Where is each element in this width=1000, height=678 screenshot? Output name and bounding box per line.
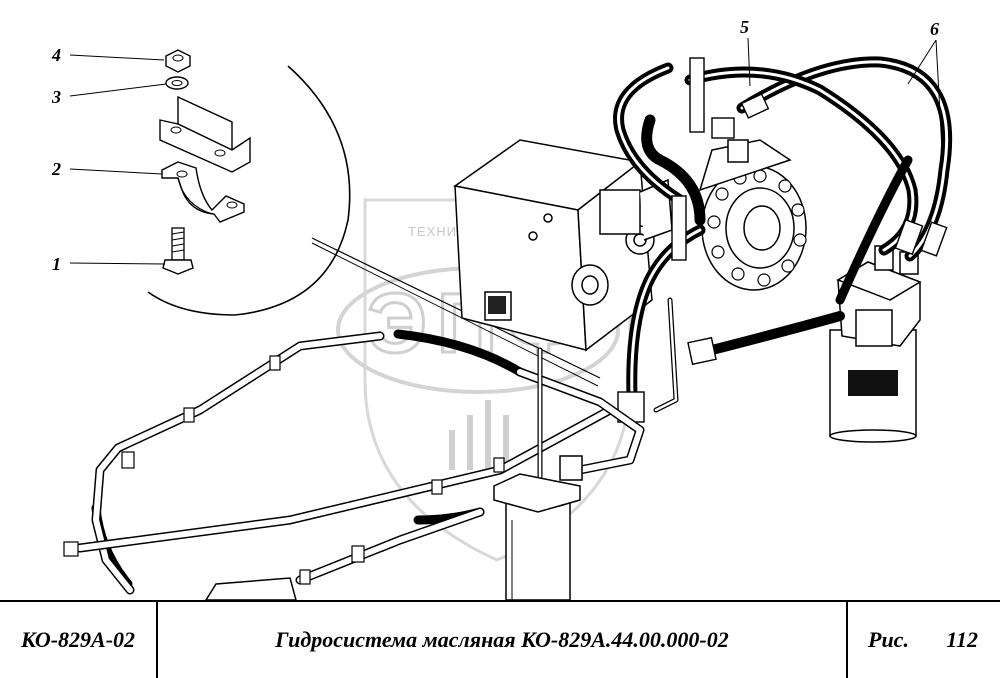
hose-pump-loop [641, 114, 706, 226]
detail-pointer-line [311, 237, 601, 379]
hydraulic-pump [698, 139, 807, 291]
leader-4 [69, 54, 165, 61]
upper-leaders [747, 37, 943, 151]
callout-5: 5 [740, 17, 749, 37]
hose-motor-return [707, 311, 845, 355]
figure-label: Рис. [868, 627, 909, 652]
leader-2 [69, 168, 163, 175]
watermark-shield [363, 198, 632, 562]
model-code: КО-829А-02 [0, 602, 158, 678]
hydraulic-motor [829, 245, 922, 443]
oil-filter [493, 455, 583, 600]
angle-bracket-part [159, 95, 251, 173]
callout-4: 4 [52, 45, 61, 65]
hoses [91, 56, 953, 589]
washer-part [165, 76, 189, 90]
callout-1: 1 [52, 254, 61, 274]
clamp-part [161, 161, 245, 223]
hose-mid [393, 329, 525, 377]
hose-motor-left [835, 155, 913, 305]
figure-number: 112 [946, 627, 978, 652]
title-block: КО-829А-02 Гидросистема масляная КО-829А… [0, 600, 1000, 678]
callout-3: 3 [52, 87, 61, 107]
pipe-clamps [63, 355, 505, 585]
pipe-network [75, 297, 679, 595]
leader-3 [69, 83, 167, 97]
valve-block [453, 139, 673, 352]
bolt-part [162, 227, 194, 275]
callout-2: 2 [52, 159, 61, 179]
hose-fittings [617, 57, 948, 423]
detail-inset [69, 49, 601, 387]
figure-ref: Рис. 112 [848, 602, 1000, 678]
detail-pointer-line-2 [311, 242, 599, 387]
lower-box [205, 577, 297, 600]
nut-part [165, 49, 191, 73]
watermark-wheat [449, 400, 509, 470]
hydraulic-system-drawing: ТЕХНИКА ⚙ ЗАПЧАСТИ ЭПФ [63, 49, 953, 600]
callout-6: 6 [930, 19, 939, 39]
drawing-title: Гидросистема масляная КО-829А.44.00.000-… [158, 602, 848, 678]
detail-arc [147, 65, 351, 316]
leader-1 [69, 262, 166, 265]
